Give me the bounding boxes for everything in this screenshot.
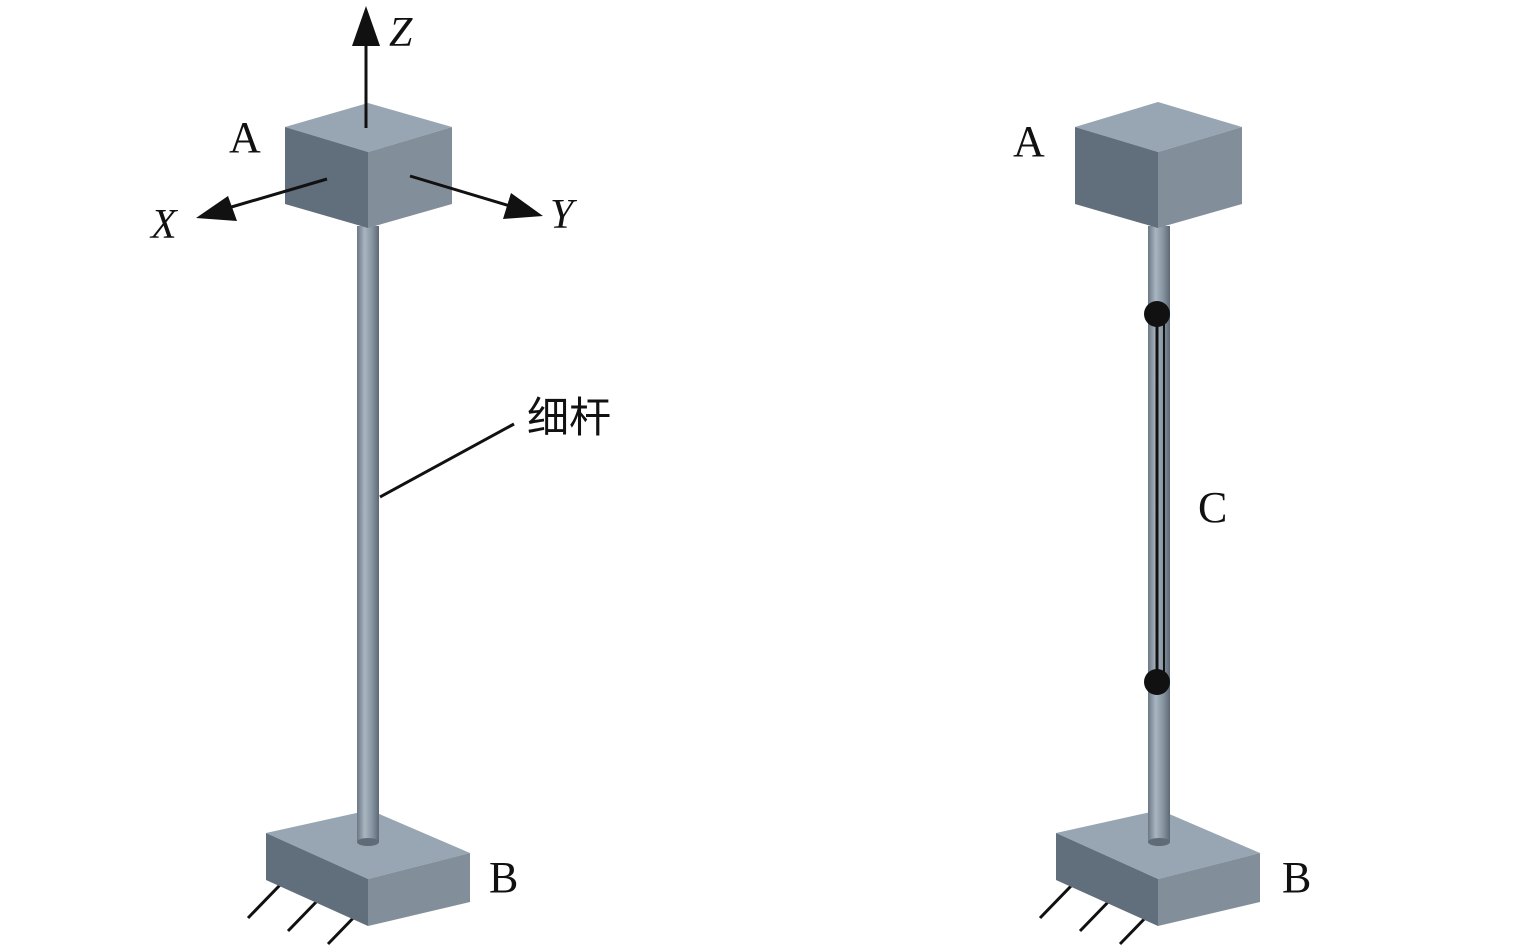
axis-y-arrow	[409, 174, 543, 219]
top-block	[1075, 102, 1242, 228]
top-block	[285, 103, 452, 228]
top-block-label: A	[229, 113, 261, 162]
left-figure: Z X Y A B 细杆	[149, 6, 611, 946]
segment-upper-node	[1144, 301, 1170, 327]
bottom-block-label: B	[489, 853, 518, 902]
slender-rod	[357, 226, 379, 846]
axis-z-arrow	[352, 6, 380, 128]
axis-z-label: Z	[389, 10, 413, 56]
bottom-block-label: B	[1282, 853, 1311, 902]
segment-lower-node	[1144, 669, 1170, 695]
rod-leader-line	[379, 422, 515, 499]
axis-y-label: Y	[550, 192, 578, 238]
axis-x-arrow	[196, 177, 328, 221]
top-block-label: A	[1013, 117, 1045, 166]
axis-x-label: X	[149, 202, 179, 248]
right-figure: A B C	[1013, 102, 1311, 946]
rod-label: 细杆	[527, 393, 611, 442]
segment-c	[1144, 301, 1170, 695]
segment-label: C	[1198, 483, 1227, 532]
